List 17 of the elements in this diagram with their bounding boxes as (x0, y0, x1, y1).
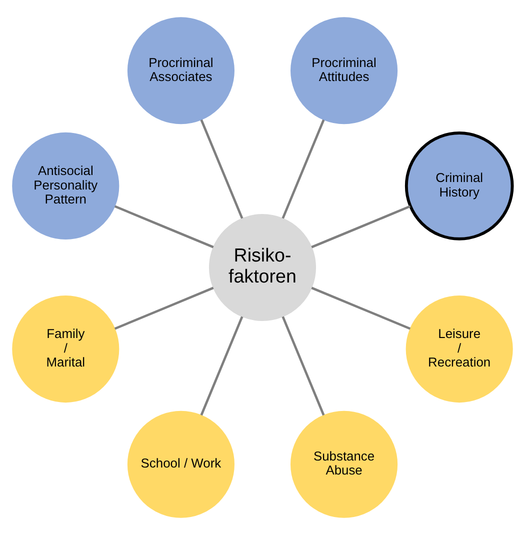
connector (311, 286, 411, 330)
node-circle: Procriminal Attitudes (290, 16, 398, 124)
connector (200, 316, 244, 416)
connector (282, 118, 325, 218)
node-circle: Risiko- faktoren (208, 213, 316, 321)
node-circle: Antisocial Personality Pattern (12, 132, 120, 239)
connector (200, 118, 244, 218)
node-circle: Criminal History (404, 131, 514, 240)
node-circle: Family / Marital (12, 295, 120, 402)
connector (114, 204, 214, 248)
node-circle: School / Work (127, 410, 234, 518)
node-circle: Leisure / Recreation (406, 295, 513, 402)
connector (114, 286, 214, 330)
node-circle: Substance Abuse (290, 410, 398, 518)
connector (282, 316, 325, 416)
node-circle: Procriminal Associates (127, 16, 234, 124)
connector (311, 204, 411, 248)
